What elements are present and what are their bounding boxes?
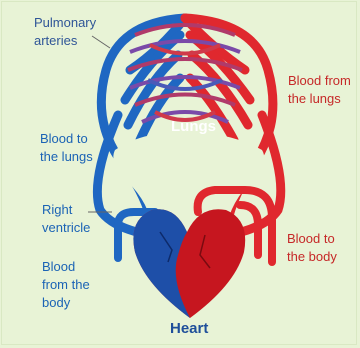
label-blood-to-lungs: Blood to the lungs <box>40 130 93 166</box>
label-right-ventricle: Right ventricle <box>42 201 90 237</box>
label-lungs: Lungs <box>171 118 216 136</box>
label-blood-from-lungs: Blood from the lungs <box>288 72 351 108</box>
label-pulmonary-arteries: Pulmonary arteries <box>34 14 96 50</box>
label-blood-to-body: Blood to the body <box>287 230 337 266</box>
label-heart: Heart <box>170 320 208 338</box>
label-blood-from-body: Blood from the body <box>42 258 90 312</box>
